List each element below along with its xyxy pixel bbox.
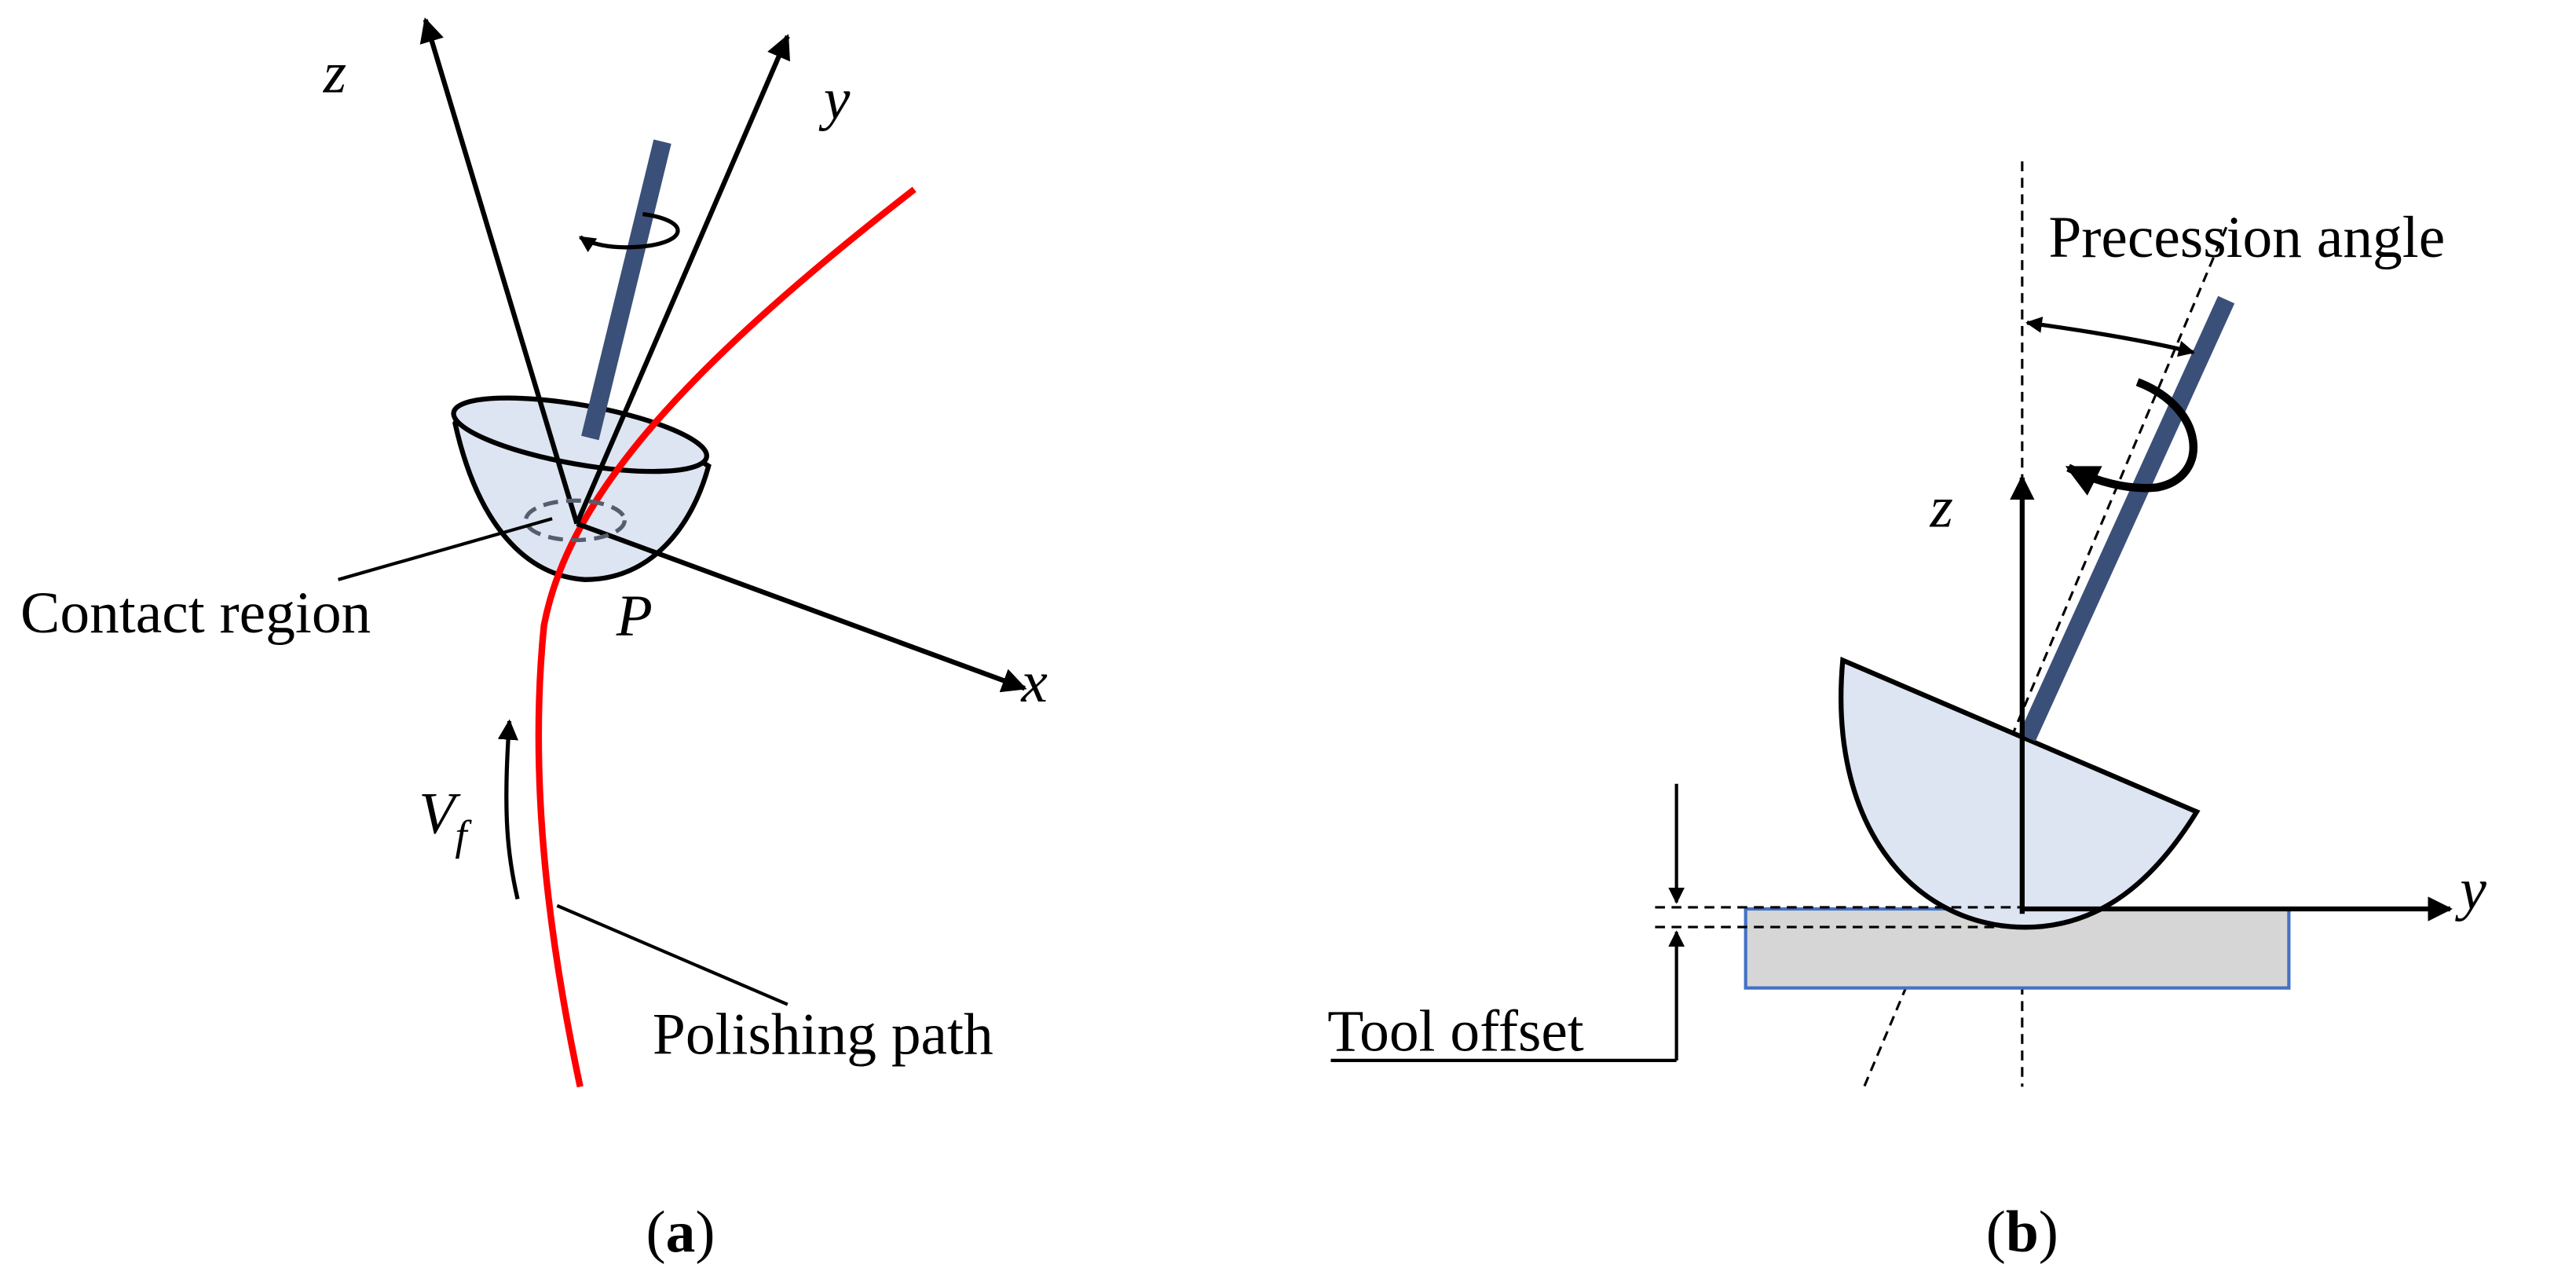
tool-shaft bbox=[581, 139, 671, 441]
velocity-arrow-icon bbox=[497, 719, 520, 900]
tool-offset-dimension bbox=[1330, 783, 2022, 1062]
contact-region-ellipse bbox=[523, 498, 627, 543]
z-axis-arrow bbox=[419, 17, 580, 525]
precession-angle-label: Precession angle bbox=[2048, 205, 2445, 270]
y-axis-arrow bbox=[574, 34, 791, 525]
tilted-tool-head bbox=[1839, 656, 2201, 930]
caption-b: (b) bbox=[1986, 1200, 2058, 1265]
contact-region-leader bbox=[338, 517, 553, 581]
rotation-arrow-b-icon bbox=[2065, 378, 2197, 496]
panel-b: Precession angle z y Tool offset (b) bbox=[1327, 161, 2486, 1265]
panel-a: z y x P Contact region Polishing path Vf… bbox=[20, 17, 1048, 1265]
polishing-path-leader bbox=[556, 903, 789, 1006]
z-axis-label: z bbox=[323, 40, 346, 105]
contact-region-label: Contact region bbox=[20, 581, 371, 646]
polishing-path-curve bbox=[535, 186, 917, 1088]
velocity-label: Vf bbox=[419, 782, 472, 859]
x-axis-label: x bbox=[1020, 650, 1047, 715]
x-axis-arrow bbox=[576, 521, 1027, 693]
polishing-path-label: Polishing path bbox=[653, 1002, 993, 1067]
rotation-arrow-icon bbox=[578, 211, 680, 253]
y-axis-label-b: y bbox=[2454, 857, 2486, 922]
tilted-tool-shaft bbox=[2018, 295, 2235, 742]
y-axis-label: y bbox=[818, 67, 851, 132]
z-axis-label-b: z bbox=[1929, 475, 1952, 540]
precession-angle-arc-arrow bbox=[2025, 317, 2195, 357]
caption-a: (a) bbox=[646, 1200, 715, 1265]
hemisphere-tool-head bbox=[451, 395, 712, 582]
point-p-label: P bbox=[616, 584, 653, 649]
tool-offset-label: Tool offset bbox=[1327, 998, 1584, 1064]
